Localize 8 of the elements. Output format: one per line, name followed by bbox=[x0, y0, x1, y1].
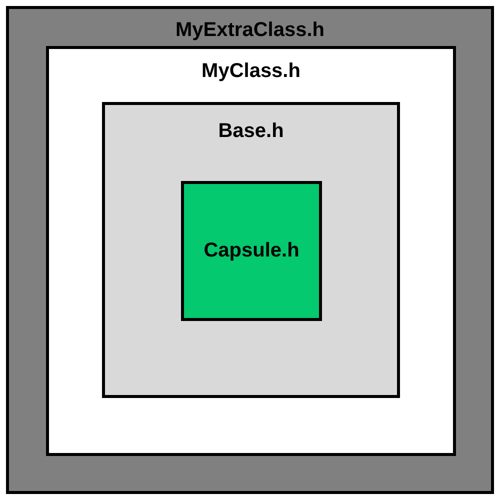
box-title: MyClass.h bbox=[200, 60, 302, 83]
box-title: MyExtraClass.h bbox=[174, 19, 326, 42]
nested-box bbox=[181, 181, 322, 321]
nested-box bbox=[102, 102, 400, 398]
outer-box bbox=[6, 6, 494, 494]
box-title: Base.h bbox=[217, 120, 285, 143]
box-title: Capsule.h bbox=[202, 240, 300, 262]
nested-box bbox=[46, 46, 456, 456]
